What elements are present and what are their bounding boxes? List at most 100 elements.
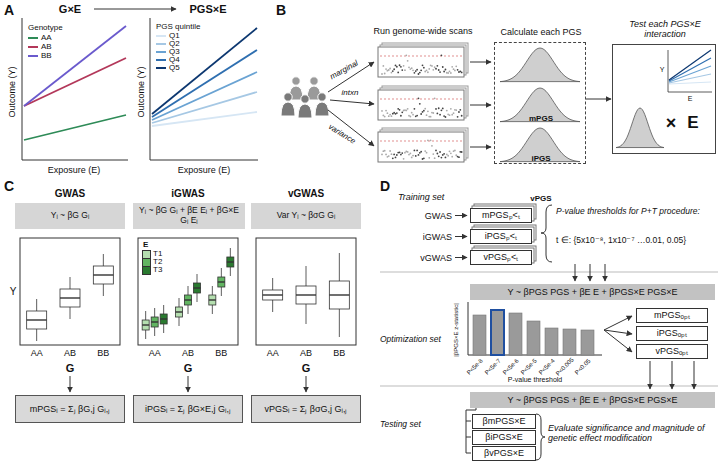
genotype-line [24,26,126,106]
snp-dot [436,153,438,155]
snp-dot [419,103,421,105]
node-text: Yᵢ ~ βG Gᵢ + βE Eᵢ + βG×E Gᵢ Eᵢ [137,206,241,226]
arrow [330,100,374,104]
node-text: mPGS [529,114,553,123]
legend-label: BB [41,51,52,60]
snp-dot [393,154,395,156]
arrow [455,215,467,216]
arrow [94,9,176,10]
label: GWAS [55,188,86,200]
snp-dot [399,152,401,154]
legend-label: AB [41,42,52,51]
quintile-line [669,82,711,84]
snp-dot [381,110,383,112]
snp-dot [443,153,445,155]
snp-dot [384,150,386,152]
arrow [650,361,651,389]
snp-dot [450,108,452,110]
node-text: βiPGS×E [485,432,522,442]
snp-dot [445,69,447,71]
label: G [302,362,311,375]
boxplot [185,295,192,305]
label: t ∈: {5x10⁻⁸, 1x10⁻⁷ …0.01, 0.05} [556,236,686,246]
genotype-line [24,115,126,140]
arrow [470,62,491,63]
median-line [176,311,183,312]
snp-dot [445,157,447,159]
boxplot [151,317,158,327]
legend-label: T2 [153,257,162,266]
snp-dot [399,64,401,66]
label: Y [660,66,665,74]
snp-dot [408,66,410,68]
snp-dot [385,154,387,156]
person-icon [315,102,329,116]
label: Training set [398,192,444,202]
separator [380,386,718,387]
legend-label: Q1 [169,31,180,40]
snp-dot [403,158,405,160]
median-line [194,287,201,288]
label: BB [97,348,109,358]
formula-box: iPGSᵢ = Σⱼ βG×E,j Gᵢ,ⱼ [133,395,243,423]
label: D [380,178,390,194]
median-line [296,294,316,295]
label: marginal [328,59,359,82]
label: Exposure (E) [48,165,101,175]
arrow [70,376,71,392]
arrow [694,361,695,389]
median-line [218,281,225,282]
boxplot [209,295,216,305]
model-band: Yᵢ ~ βG Gᵢ + βE Eᵢ + βG×E Gᵢ Eᵢ [133,203,245,229]
snp-dot [428,68,430,70]
legend-swatch [28,55,38,57]
label: E [143,240,148,249]
snp-dot [450,152,452,154]
snp-dot [436,65,438,67]
snp-dot [439,151,441,153]
snp-dot [453,68,455,70]
pgs-box: Calculate each PGSmPGSiPGSvPGS [494,42,586,164]
snp-dot [432,153,434,155]
quintile-line [152,72,257,120]
snp-dot [407,60,409,62]
snp-dot [441,54,443,56]
label: B [276,2,286,18]
snp-dot [451,66,453,68]
snp-dot [389,114,391,116]
label: variance [327,122,358,146]
arrow [590,264,591,281]
snp-dot [412,155,414,157]
label: PGS quintile [156,22,200,31]
label: BB [333,348,345,358]
snp-dot [396,112,398,114]
snp-dot [432,112,434,114]
snp-dot [401,152,403,154]
boxplot [93,266,113,284]
snp-dot [405,54,407,56]
snp-dot [442,66,444,68]
label: P<0.005 [554,357,575,378]
snp-dot [401,69,403,71]
snp-dot [453,112,455,114]
snp-dot [414,150,416,152]
node-text: βmPGS×E [483,416,526,426]
pgs-box: vPGSₒₚₜ [636,344,708,359]
snp-dot [381,73,383,75]
threshold-line [380,141,462,142]
snp-dot [411,112,413,114]
person-icon [284,93,292,101]
label: Y [10,286,17,298]
snp-dot [457,69,459,71]
arrow [604,316,632,330]
legend-swatch [28,46,38,48]
snp-dot [428,157,430,159]
snp-dot [427,139,429,141]
legend-swatch [143,259,150,266]
boxplot [194,283,201,293]
model-band: Y ~ βPGS PGS + βE E + βPGS×E PGS×E [470,392,715,408]
node-text: mPGSₒₚₜ [654,310,690,320]
snp-dot [432,69,434,71]
label: P<5e-7 [483,358,502,377]
snp-dot [423,110,425,112]
